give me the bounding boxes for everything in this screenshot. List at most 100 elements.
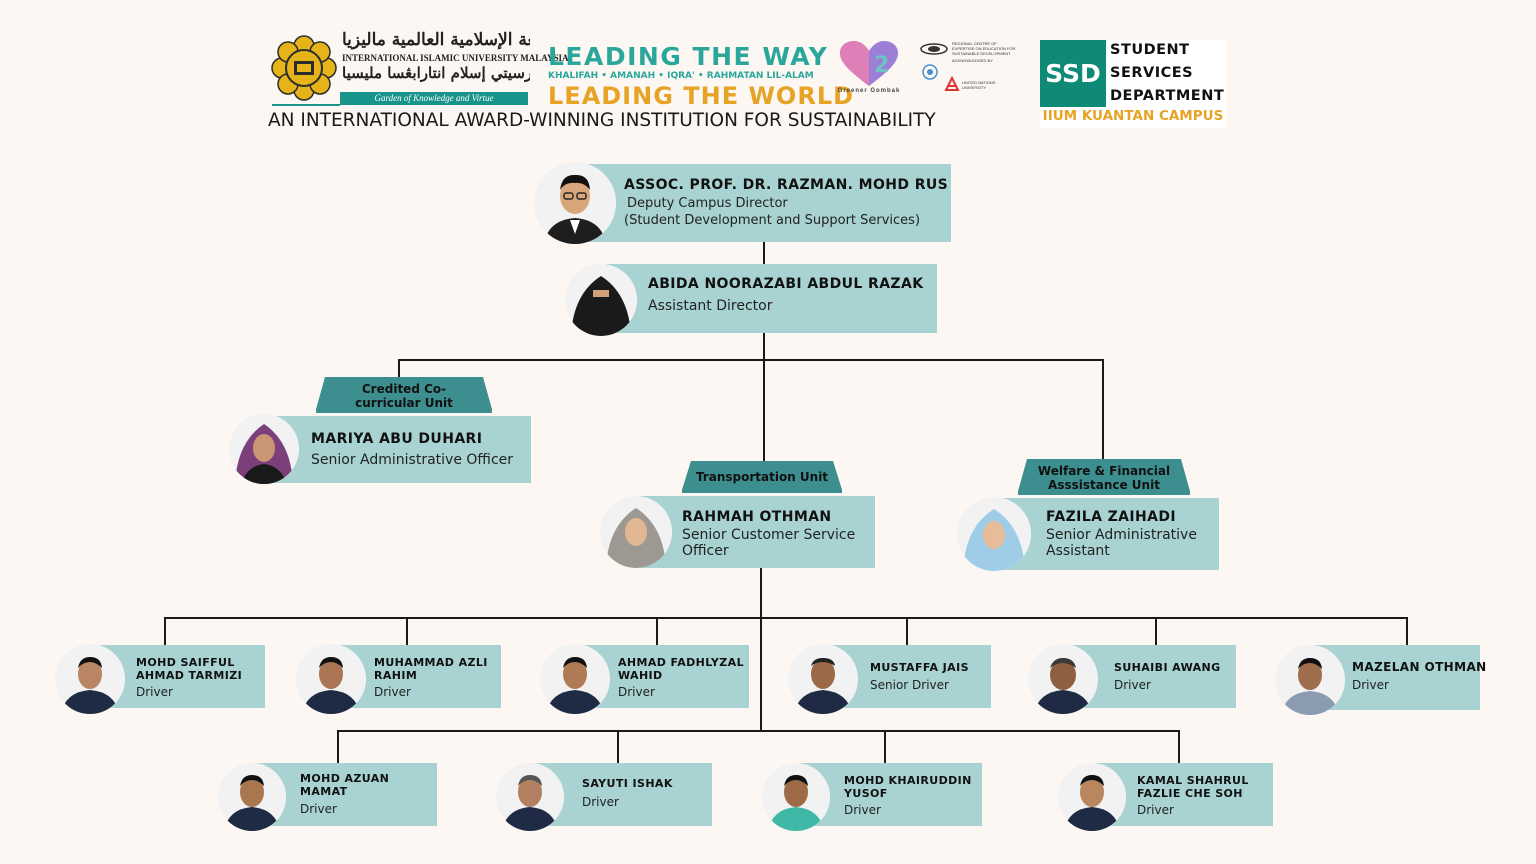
leading-the-way: LEADING THE WAY — [548, 42, 829, 71]
rce-text: REGIONAL CENTRE OF EXPERTISE ON EDUCATIO… — [952, 41, 1016, 56]
driver-name: AHMAD FADHLYZAL WAHID — [618, 656, 745, 682]
acknowledged-text: ACKNOWLEDGED BY — [952, 58, 993, 63]
driver-role: Driver — [136, 685, 173, 699]
connector-cocurricular — [398, 359, 400, 377]
card-deputy-director — [576, 164, 951, 242]
garden-tagline-bar — [340, 92, 528, 105]
driver-name: MOHD SAIFFUL AHMAD TARMIZI — [136, 656, 243, 682]
photo-driver — [762, 763, 830, 831]
unu-logo-icon — [944, 75, 960, 92]
driver-role: Driver — [300, 802, 337, 816]
photo-mariya — [229, 414, 299, 484]
unit-ribbon-cocurricular: Credited Co-curricular Unit — [316, 377, 492, 413]
unit-label-cocurricular: Credited Co-curricular Unit — [355, 382, 453, 410]
connector-row1-drop-1 — [164, 617, 166, 645]
connector-welfare — [1102, 359, 1104, 459]
driver-role: Driver — [582, 795, 619, 809]
photo-driver — [496, 763, 564, 831]
driver-role: Driver — [374, 685, 411, 699]
rahmah-role: Senior Customer Service Officer — [682, 527, 856, 559]
unit-label-welfare: Welfare & Financial Asssistance Unit — [1037, 464, 1171, 492]
connector-row1-drop-5 — [1155, 617, 1157, 645]
mariya-name: MARIYA ABU DUHARI — [311, 431, 483, 447]
ssd-line-2: SERVICES — [1110, 65, 1194, 81]
photo-rahmah — [600, 496, 672, 568]
rce-logo-icon — [920, 42, 948, 55]
photo-driver — [540, 644, 610, 714]
campus-name: IIUM KUANTAN CAMPUS — [1042, 108, 1224, 124]
university-name-malay: يونيۏرسيتي إسلام انتارابڠسا مليسيا — [342, 64, 530, 82]
connector-row2-drop-1 — [337, 730, 339, 763]
card-rahmah — [640, 496, 875, 568]
svg-text:2: 2 — [874, 53, 889, 78]
driver-role: Driver — [618, 685, 655, 699]
emblem-underline — [272, 104, 340, 106]
card-fazila — [998, 498, 1219, 570]
driver-name: SAYUTI ISHAK — [582, 777, 673, 790]
assistant-name: ABIDA NOORAZABI ABDUL RAZAK — [648, 276, 924, 292]
connector-row2-drop-2 — [617, 730, 619, 763]
greener-gombak-label: Greener Gombak — [837, 88, 901, 94]
mariya-role: Senior Administrative Officer — [311, 452, 514, 468]
driver-role: Driver — [1137, 803, 1174, 817]
un-logo-icon — [922, 64, 938, 80]
driver-name: MAZELAN OTHMAN — [1352, 660, 1487, 674]
university-name-arabic: الجامعة الإسلامية العالمية ماليزيا — [342, 30, 530, 50]
connector-assistant-trunk — [763, 333, 765, 461]
connector-row1-bar — [164, 617, 1408, 619]
driver-name: MUHAMMAD AZLI RAHIM — [374, 656, 488, 682]
ssd-abbr-box — [1040, 40, 1106, 107]
driver-name: KAMAL SHAHRUL FAZLIE CHE SOH — [1137, 774, 1249, 800]
values-line: KHALĪFAH • AMĀNAH • IQRA' • RAHMATAN LIL… — [548, 71, 814, 81]
un-text: UNITED NATIONS UNIVERSITY — [962, 80, 996, 90]
driver-name: MOHD KHAIRUDDIN YUSOF — [844, 774, 972, 800]
connector-row1-drop-2 — [406, 617, 408, 645]
card-mariya — [268, 416, 531, 483]
photo-driver — [1058, 763, 1126, 831]
connector-row2-drop-3 — [884, 730, 886, 763]
deputy-role-1: Deputy Campus Director — [627, 196, 788, 211]
ssd-line-1: STUDENT — [1110, 42, 1190, 58]
card-driver — [800, 763, 982, 826]
ssd-abbr: SSD — [1045, 59, 1101, 88]
unit-ribbon-welfare: Welfare & Financial Asssistance Unit — [1018, 459, 1190, 495]
connector-row1-drop-6 — [1406, 617, 1408, 645]
deputy-role-2: (Student Development and Support Service… — [624, 213, 921, 228]
photo-assistant-director — [565, 264, 637, 336]
header: الجامعة الإسلامية العالمية ماليزيا INTER… — [0, 0, 1536, 140]
photo-fazila — [957, 497, 1031, 571]
card-assistant-director — [606, 264, 937, 333]
greener-gombak-logo-icon: 2 — [838, 40, 900, 88]
connector-row2-bar — [337, 730, 1180, 732]
connector-row1-drop-3 — [656, 617, 658, 645]
iium-emblem-icon — [268, 32, 340, 104]
driver-name: MOHD AZUAN MAMAT — [300, 772, 390, 798]
rahmah-name: RAHMAH OTHMAN — [682, 509, 832, 525]
ssd-line-3: DEPARTMENT — [1110, 88, 1225, 104]
connector-deputy-assistant — [763, 242, 765, 264]
leading-the-world: LEADING THE WORLD — [548, 82, 855, 110]
driver-name: SUHAIBI AWANG — [1114, 661, 1221, 674]
fazila-role: Senior Administrative Assistant — [1046, 527, 1197, 559]
driver-role: Driver — [1114, 678, 1151, 692]
driver-role: Driver — [1352, 678, 1389, 692]
photo-driver — [788, 644, 858, 714]
unit-ribbon-transport: Transportation Unit — [682, 461, 842, 493]
assistant-role: Assistant Director — [648, 298, 773, 314]
fazila-name: FAZILA ZAIHADI — [1046, 509, 1176, 525]
driver-role: Senior Driver — [870, 678, 949, 692]
photo-driver — [55, 644, 125, 714]
photo-deputy-director — [534, 162, 616, 244]
photo-driver — [1275, 645, 1345, 715]
driver-name: MUSTAFFA JAIS — [870, 661, 969, 674]
connector-transport-trunk — [760, 567, 762, 731]
photo-driver — [1028, 644, 1098, 714]
deputy-name: ASSOC. PROF. DR. RAZMAN. MOHD RUS — [624, 177, 949, 193]
connector-row1-drop-4 — [906, 617, 908, 645]
connector-units-bar — [398, 359, 1104, 361]
photo-driver — [218, 763, 286, 831]
driver-role: Driver — [844, 803, 881, 817]
garden-tagline: Garden of Knowledge and Virtue — [374, 93, 494, 103]
university-name-english: INTERNATIONAL ISLAMIC UNIVERSITY MALAYSI… — [342, 53, 569, 63]
unit-label-transport: Transportation Unit — [695, 470, 829, 484]
